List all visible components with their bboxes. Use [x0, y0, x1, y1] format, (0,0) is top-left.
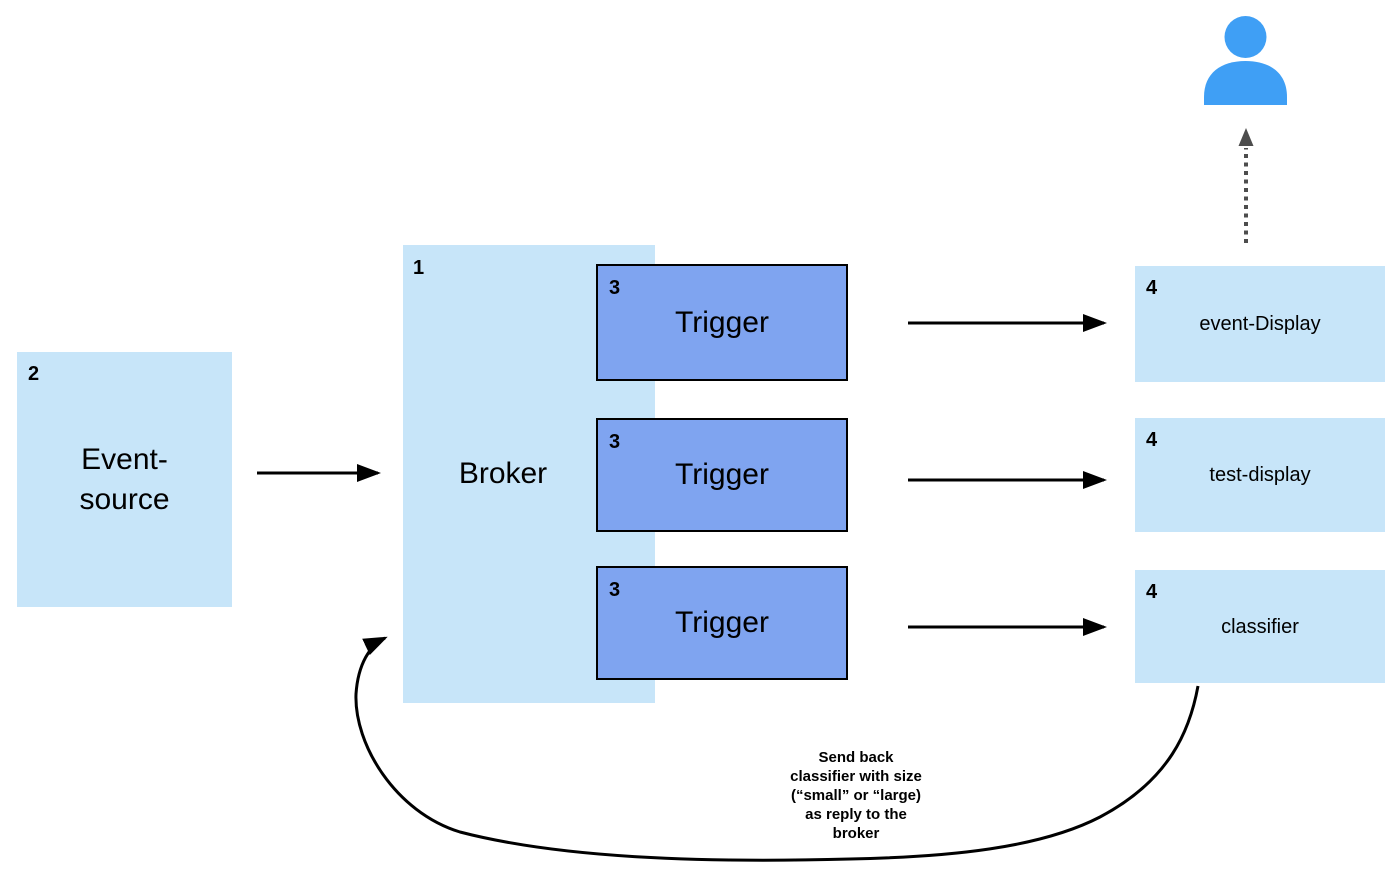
- node-number: 2: [28, 363, 40, 385]
- reply-annotation: Send back classifier with size (“small” …: [790, 749, 922, 842]
- node-trigger-2: 3 Trigger: [596, 418, 848, 532]
- node-trigger-label: Trigger: [675, 305, 769, 339]
- node-event-source: 2 Event- source: [17, 352, 232, 607]
- node-number: 3: [609, 431, 621, 453]
- arrow-event-display-to-user: [1238, 128, 1254, 243]
- node-trigger-label: Trigger: [675, 606, 769, 639]
- node-event-display: 4 event-Display: [1135, 266, 1385, 382]
- node-classifier-label: classifier: [1221, 615, 1299, 638]
- node-test-display-label: test-display: [1209, 464, 1311, 486]
- node-trigger-label: Trigger: [675, 458, 769, 491]
- node-test-display: 4 test-display: [1135, 418, 1385, 532]
- node-number: 4: [1146, 277, 1158, 299]
- node-number: 4: [1146, 581, 1158, 603]
- node-trigger-3: 3 Trigger: [596, 566, 848, 680]
- person-icon: [1204, 16, 1287, 105]
- node-number: 1: [413, 257, 425, 279]
- node-number: 3: [609, 277, 621, 299]
- node-event-display-label: event-Display: [1199, 313, 1321, 335]
- node-number: 3: [609, 579, 621, 601]
- node-classifier: 4 classifier: [1135, 570, 1385, 683]
- node-number: 4: [1146, 429, 1158, 451]
- node-trigger-1: 3 Trigger: [596, 264, 848, 381]
- node-broker-label: Broker: [458, 457, 548, 490]
- node-event-source-label: Event- source: [79, 442, 170, 516]
